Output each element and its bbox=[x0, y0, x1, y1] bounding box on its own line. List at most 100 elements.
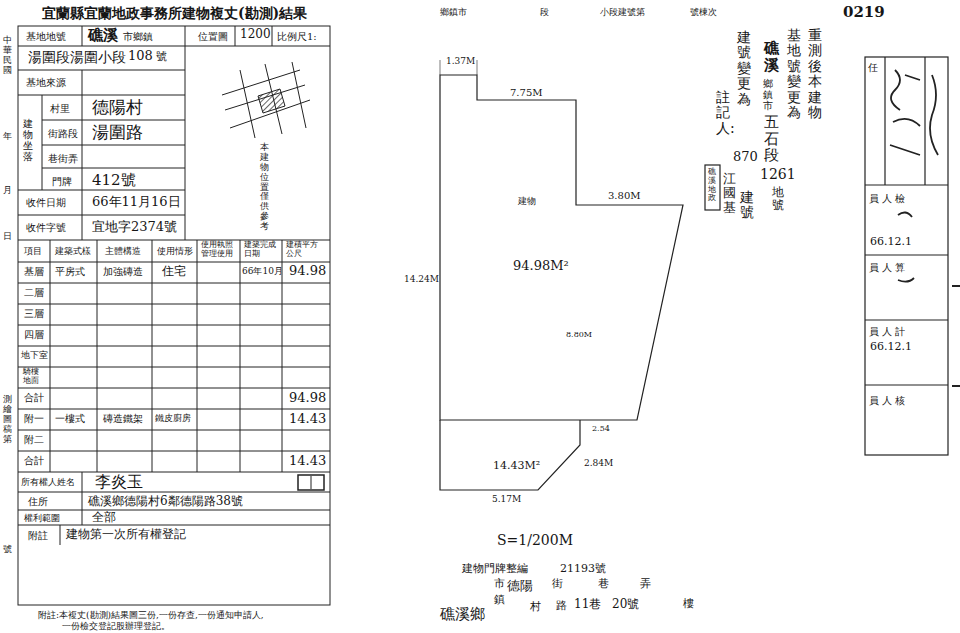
form-text: 全部 bbox=[92, 511, 116, 525]
form-text: 0219 bbox=[843, 4, 885, 21]
form-text: 2.84M bbox=[584, 458, 613, 468]
form-text: 李炎玉 bbox=[95, 473, 143, 491]
form-text: 鄉鎮市 bbox=[440, 7, 467, 17]
form-text: 宜地字2374號 bbox=[92, 220, 177, 235]
form-text: 108 bbox=[128, 49, 153, 64]
form-text: 江國基 bbox=[723, 172, 736, 215]
form-text: 11巷 bbox=[574, 598, 601, 612]
form-text: 66年11月16日 bbox=[92, 195, 181, 210]
form-text: 號棟次 bbox=[690, 7, 717, 17]
form-text: 收件日期 bbox=[26, 197, 66, 209]
form-text: 一樓式 bbox=[55, 413, 85, 425]
form-text: 主體構造 bbox=[105, 246, 141, 256]
form-text: 鄉鎮市 bbox=[763, 78, 773, 111]
form-text: 本建物位置僅供參考 bbox=[260, 143, 269, 232]
form-text: 礁溪 bbox=[88, 27, 118, 44]
form-text: 騎樓地面 bbox=[23, 368, 41, 386]
form-text: 收件字號 bbox=[26, 222, 66, 234]
form-text: 月 bbox=[3, 186, 12, 196]
form-text: 66年10月 bbox=[242, 266, 283, 276]
form-text: 重測後本建物 bbox=[808, 28, 822, 120]
form-text: 礁溪地政 bbox=[708, 168, 716, 203]
form-text: 66.12.1 bbox=[870, 341, 912, 354]
form-text: 村里 bbox=[50, 103, 70, 115]
form-text: 基地號變更為 bbox=[787, 28, 801, 120]
form-text: 94.98M² bbox=[513, 259, 569, 274]
form-text: 附註 bbox=[28, 530, 48, 542]
form-text: 合計 bbox=[24, 392, 44, 404]
form-text: 五石段 bbox=[764, 114, 779, 164]
form-text: 巷街弄 bbox=[48, 153, 78, 165]
form-text: 建號 bbox=[740, 190, 754, 221]
form-text: 中華民國 bbox=[3, 36, 12, 76]
form-text: 建積平方公尺 bbox=[286, 241, 320, 259]
form-text: 5.17M bbox=[492, 494, 521, 504]
form-text: 14.43 bbox=[289, 412, 326, 427]
form-text: 市 bbox=[494, 578, 505, 591]
form-text: 建物第一次所有權登記 bbox=[66, 528, 186, 542]
form-text: 所有權人姓名 bbox=[21, 477, 75, 487]
form-text: 7.75M bbox=[510, 87, 543, 99]
form-text: 員 人 檢 bbox=[869, 193, 905, 205]
form-text: 基地地號 bbox=[26, 31, 66, 43]
form-text: 附二 bbox=[24, 434, 44, 446]
form-text: 段 bbox=[540, 7, 549, 17]
form-text: 街路段 bbox=[48, 128, 78, 140]
form-text: 8.80M bbox=[566, 330, 592, 339]
form-text: 建物 bbox=[518, 196, 536, 206]
form-text: 1261 bbox=[760, 166, 796, 182]
form-text: 平房式 bbox=[55, 266, 85, 278]
form-text: 20號 bbox=[612, 598, 639, 612]
form-text: 村 bbox=[530, 601, 541, 614]
form-text: S=1/200M bbox=[497, 532, 573, 548]
document-title: 宜蘭縣宜蘭地政事務所建物複丈(勘測)結果 bbox=[42, 5, 307, 21]
form-text: 礁溪鄉 bbox=[440, 606, 485, 623]
form-text: 地號 bbox=[772, 186, 784, 212]
form-text: 街 bbox=[552, 578, 563, 591]
form-text: 日 bbox=[3, 232, 12, 242]
form-text: 加強磚造 bbox=[103, 266, 143, 278]
form-text: 三層 bbox=[24, 308, 44, 320]
form-text: 任 bbox=[868, 62, 878, 74]
form-text: 註記人: bbox=[716, 90, 730, 136]
form-text: 權利範圍 bbox=[24, 513, 60, 523]
form-text: 弄 bbox=[640, 578, 651, 591]
form-text: 94.98 bbox=[289, 264, 326, 279]
form-text: 412號 bbox=[92, 172, 136, 189]
form-text: 鐵皮廚房 bbox=[155, 413, 191, 423]
form-text: 基地來源 bbox=[26, 77, 66, 89]
form-text: 項目 bbox=[24, 246, 42, 256]
form-text: 附一 bbox=[24, 413, 44, 425]
form-text: 德陽村 bbox=[92, 98, 143, 118]
form-text: 使用執照管理使用 bbox=[201, 241, 235, 259]
form-text: 使用情形 bbox=[157, 246, 193, 256]
form-text: 測繪圖稿第 bbox=[3, 395, 12, 444]
form-text: 市鄉鎮 bbox=[123, 31, 153, 43]
form-text: 建號變更為 bbox=[737, 30, 751, 107]
form-text: 比例尺1: bbox=[277, 31, 317, 43]
form-text: 建物坐落 bbox=[23, 118, 33, 162]
form-text: 礁溪鄉德陽村6鄰德陽路38號 bbox=[88, 495, 243, 509]
form-text: 樓 bbox=[683, 598, 694, 611]
form-text: 位置圖 bbox=[198, 31, 228, 43]
form-text: 小段建號第 bbox=[600, 7, 645, 17]
form-text: 建物門牌整編 bbox=[462, 563, 528, 576]
form-text: 94.98 bbox=[289, 391, 326, 406]
form-text: 二層 bbox=[24, 287, 44, 299]
form-text: 湯圍段湯圍小段 bbox=[28, 49, 126, 65]
form-text: 14.24M bbox=[404, 274, 439, 284]
form-text: 3.80M bbox=[608, 190, 641, 202]
form-text: 建築完成日期 bbox=[244, 241, 278, 259]
form-text: 湯圍路 bbox=[92, 123, 143, 143]
form-text: 年 bbox=[3, 132, 12, 142]
form-text: 員 人 核 bbox=[869, 395, 905, 407]
form-text: 號 bbox=[3, 545, 12, 555]
form-text: 14.43 bbox=[289, 454, 326, 469]
form-text: 磚造鐵架 bbox=[103, 413, 143, 425]
form-text: 員 人 計 bbox=[869, 326, 905, 338]
form-text: 巷 bbox=[598, 578, 609, 591]
form-text: 建築式樣 bbox=[55, 246, 91, 256]
form-text: 門牌 bbox=[52, 176, 72, 188]
form-text: 路 bbox=[556, 600, 567, 613]
